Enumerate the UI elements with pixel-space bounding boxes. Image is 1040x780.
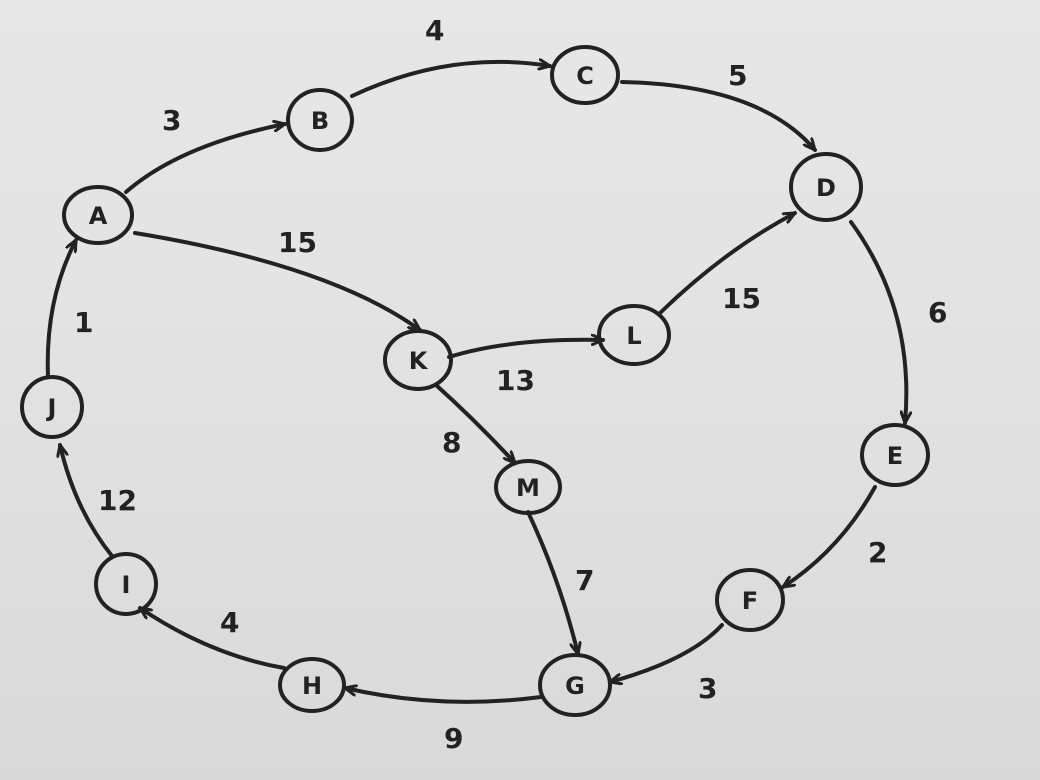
node-j-label: J — [46, 394, 57, 422]
node-i: I — [94, 552, 158, 616]
node-h-label: H — [302, 672, 322, 700]
node-a: A — [62, 185, 134, 245]
edge-e-f — [781, 485, 877, 589]
node-j-circle — [20, 375, 84, 439]
edge-f-g — [608, 623, 724, 682]
node-i-circle — [94, 552, 158, 616]
node-g-circle — [538, 653, 612, 717]
node-l-circle — [597, 304, 671, 366]
node-d: D — [789, 152, 863, 222]
node-l-label: L — [626, 322, 641, 350]
edge-label-k-l: 13 — [496, 364, 535, 397]
node-h: H — [278, 657, 346, 713]
edge-label-m-g: 7 — [575, 564, 594, 597]
edge-m-g — [526, 510, 578, 656]
edge-c-d — [620, 80, 817, 152]
node-c: C — [550, 45, 620, 105]
edge-label-a-b: 3 — [162, 104, 181, 137]
edge-labels: 3 4 5 6 2 3 9 4 12 1 15 13 15 8 7 — [74, 14, 947, 755]
node-c-label: C — [576, 62, 594, 90]
node-m-label: M — [516, 474, 540, 502]
node-e-label: E — [887, 442, 903, 470]
node-k-circle — [383, 329, 453, 391]
nodes: A B C D E F G H — [20, 45, 930, 717]
node-j: J — [20, 375, 84, 439]
node-b-circle — [286, 88, 354, 152]
node-g-label: G — [565, 672, 585, 700]
edge-k-l — [447, 340, 605, 359]
edge-label-l-d: 15 — [722, 282, 761, 315]
node-k: K — [383, 329, 453, 391]
node-m-circle — [494, 459, 562, 515]
edge-g-h — [343, 688, 543, 704]
node-i-label: I — [122, 571, 131, 599]
edge-label-g-h: 9 — [444, 722, 463, 755]
edge-i-j — [60, 443, 114, 558]
node-m: M — [494, 459, 562, 515]
node-f: F — [715, 568, 785, 632]
node-g: G — [538, 653, 612, 717]
edge-label-b-c: 4 — [425, 14, 444, 47]
edge-j-a — [45, 238, 78, 378]
edges — [45, 62, 907, 704]
node-h-circle — [278, 657, 346, 713]
node-b: B — [286, 88, 354, 152]
edge-d-e — [849, 220, 906, 425]
node-d-circle — [789, 152, 863, 222]
node-a-label: A — [89, 202, 108, 230]
edge-label-a-k: 15 — [278, 226, 317, 259]
node-l: L — [597, 304, 671, 366]
edge-l-d — [658, 211, 797, 315]
edge-a-k — [133, 231, 422, 332]
node-f-circle — [715, 568, 785, 632]
edge-label-j-a: 1 — [74, 306, 93, 339]
node-k-label: K — [409, 347, 429, 375]
node-b-label: B — [311, 107, 329, 135]
edge-h-i — [138, 606, 286, 670]
edge-label-f-g: 3 — [698, 672, 717, 705]
edge-label-k-m: 8 — [442, 426, 461, 459]
edge-b-c — [350, 62, 552, 98]
edge-label-i-j: 12 — [98, 484, 137, 517]
edge-label-e-f: 2 — [868, 536, 887, 569]
edge-k-m — [434, 383, 517, 465]
edge-label-d-e: 6 — [928, 296, 947, 329]
edge-label-h-i: 4 — [220, 606, 239, 639]
node-d-label: D — [816, 174, 836, 202]
edge-a-b — [124, 124, 287, 194]
node-e-circle — [860, 423, 930, 487]
edge-label-c-d: 5 — [728, 59, 747, 92]
node-a-circle — [62, 185, 134, 245]
node-f-label: F — [742, 587, 758, 615]
node-c-circle — [550, 45, 620, 105]
node-e: E — [860, 423, 930, 487]
